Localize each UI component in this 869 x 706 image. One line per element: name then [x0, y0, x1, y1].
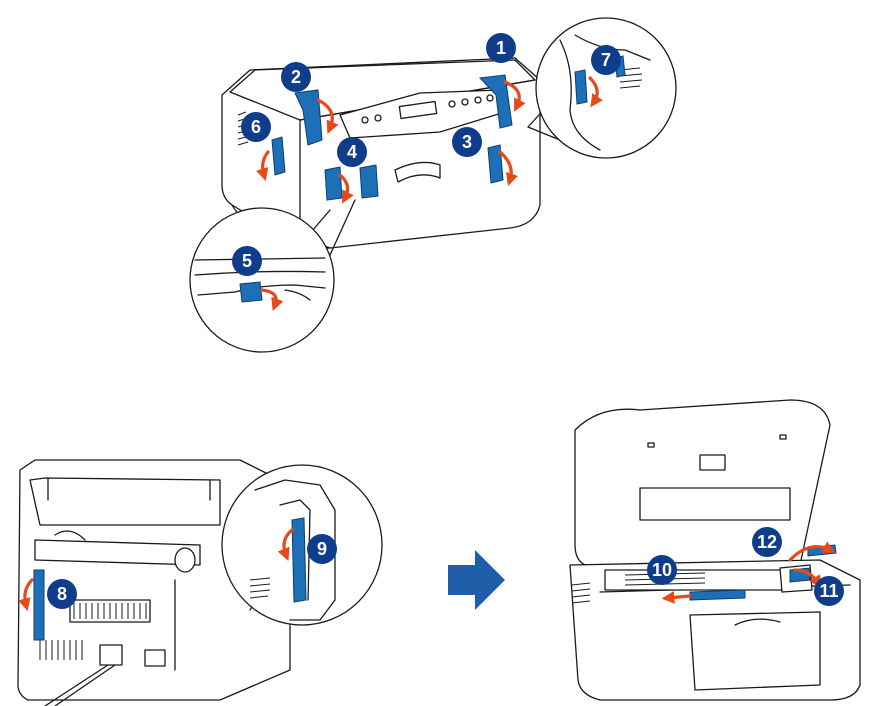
svg-text:3: 3 [462, 132, 472, 152]
step-badge-10: 10 [647, 555, 677, 585]
inset-rear-side-tape [221, 464, 383, 626]
svg-text:8: 8 [57, 584, 67, 604]
svg-text:12: 12 [757, 532, 777, 552]
svg-text:10: 10 [652, 560, 672, 580]
printer-rear-illustration [17, 459, 291, 706]
svg-text:9: 9 [317, 539, 327, 559]
tape-strips-inside [661, 541, 837, 604]
svg-text:6: 6 [251, 117, 261, 137]
printer-open-illustration [569, 399, 861, 701]
svg-text:11: 11 [819, 581, 838, 601]
step-badge-2: 2 [281, 62, 311, 92]
svg-text:2: 2 [291, 67, 301, 87]
step-badge-8: 8 [47, 579, 77, 609]
step-badge-4: 4 [337, 137, 367, 167]
step-badge-6: 6 [241, 112, 271, 142]
inset-side-tape [527, 17, 677, 159]
tape-strip-rear [18, 569, 45, 641]
svg-text:5: 5 [242, 251, 252, 271]
svg-text:1: 1 [496, 38, 506, 58]
inset-paper-slot-tape [189, 199, 356, 353]
step-badge-1: 1 [486, 33, 516, 63]
step-badge-5: 5 [232, 246, 262, 276]
peel-arrows-front [256, 80, 526, 204]
step-badge-11: 11 [814, 576, 844, 606]
step-badge-12: 12 [752, 527, 782, 557]
tape-strips-front [271, 74, 513, 201]
step-badge-3: 3 [452, 127, 482, 157]
svg-text:7: 7 [601, 50, 611, 70]
step-badge-7: 7 [591, 45, 621, 75]
step-badge-9: 9 [307, 534, 337, 564]
svg-text:4: 4 [347, 142, 357, 162]
direction-arrow-icon [448, 550, 505, 610]
